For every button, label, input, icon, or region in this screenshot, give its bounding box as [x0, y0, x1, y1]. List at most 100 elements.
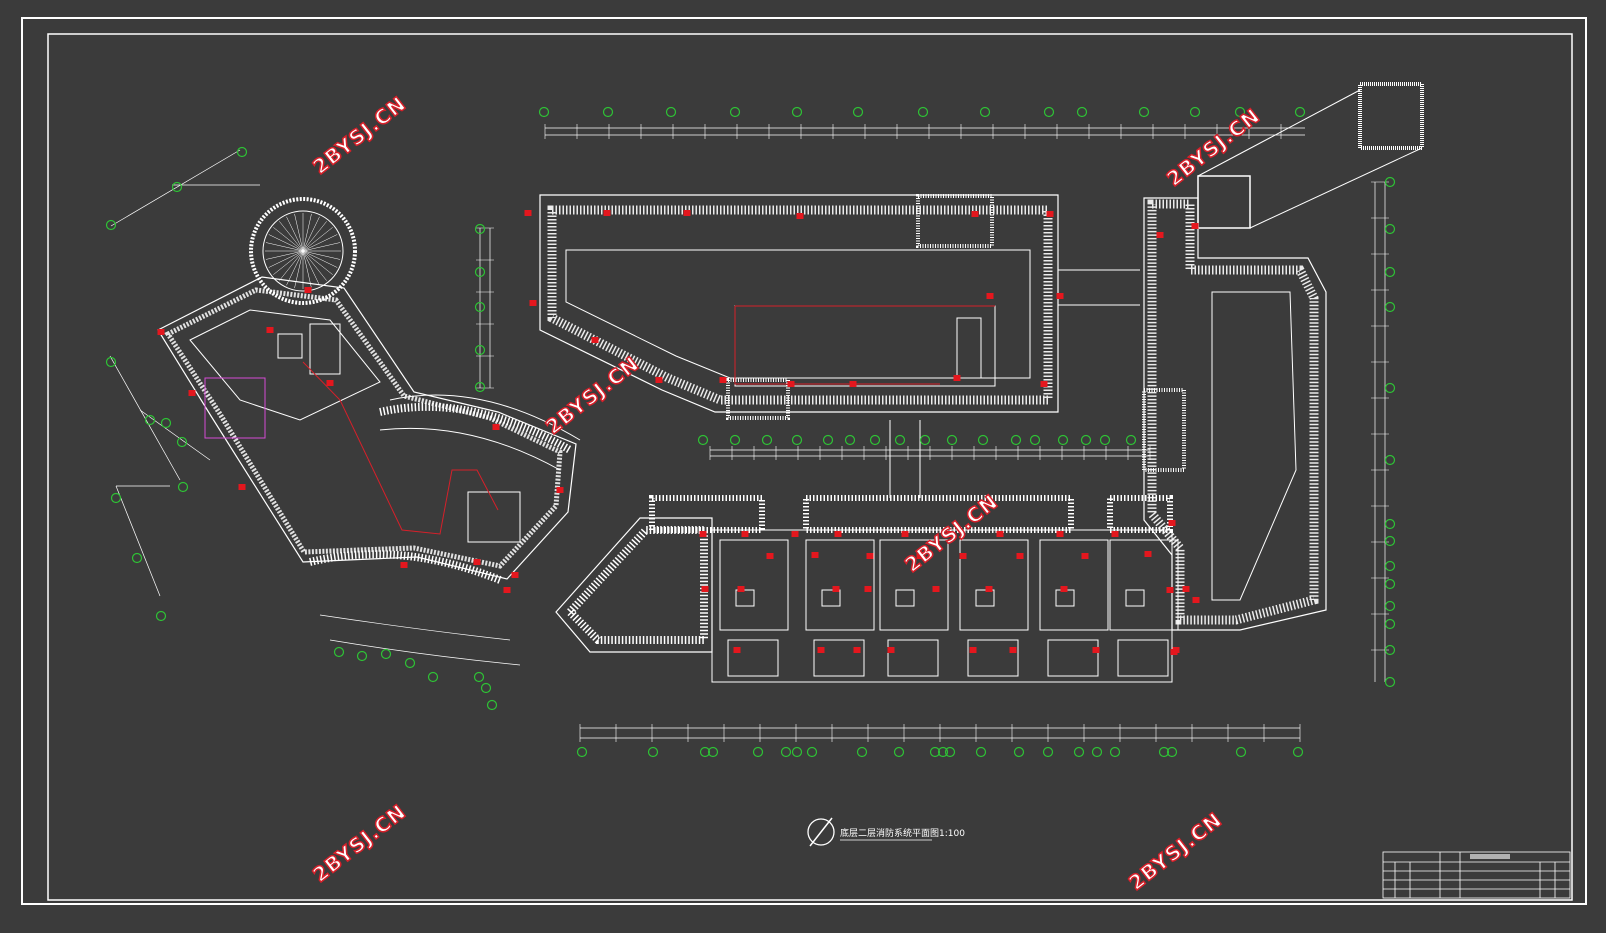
- axis-bubble: [404, 657, 416, 669]
- fire-hydrant-box: [953, 375, 961, 381]
- axis-bubble: [1073, 746, 1085, 758]
- fire-hydrant-box: [556, 487, 564, 493]
- stair-radial-line: [302, 227, 333, 252]
- balcony: [1047, 639, 1099, 677]
- axis-bubble: [852, 106, 864, 118]
- axis-bubble: [1384, 454, 1396, 466]
- axis-bubble: [160, 417, 172, 429]
- fire-hydrant-box: [1056, 531, 1064, 537]
- axis-bubble: [176, 436, 188, 448]
- stair-radial-line: [302, 234, 338, 252]
- axis-bubble: [131, 552, 143, 564]
- axis-bubble: [894, 434, 906, 446]
- axis-bubble: [474, 266, 486, 278]
- stair-radial-line: [273, 227, 304, 252]
- axis-bubble: [937, 746, 949, 758]
- apartment-unit: [719, 539, 789, 631]
- axis-bubble: [1166, 746, 1178, 758]
- fire-hydrant-box: [157, 329, 165, 335]
- fire-hydrant-box: [699, 531, 707, 537]
- stair-radial-line: [279, 221, 304, 252]
- drawing-title: 底层二层消防系统平面图1:100: [840, 827, 965, 839]
- fire-hydrant-box: [817, 647, 825, 653]
- fire-hydrant-box: [326, 380, 334, 386]
- axis-bubble: [236, 146, 248, 158]
- axis-bubble: [474, 301, 486, 313]
- fire-hydrant-box: [887, 647, 895, 653]
- axis-bubble: [1235, 746, 1247, 758]
- axis-bubble: [1384, 223, 1396, 235]
- axis-bubble: [929, 746, 941, 758]
- fire-hydrant-box: [1166, 587, 1174, 593]
- fire-hydrant-box: [503, 587, 511, 593]
- axis-bubble: [1029, 434, 1041, 446]
- fire-hydrant-box: [683, 210, 691, 216]
- axis-bubble: [869, 434, 881, 446]
- fire-hydrant-box: [1172, 647, 1180, 653]
- left-dimensions: [109, 149, 521, 666]
- fire-hydrant-box: [1111, 531, 1119, 537]
- fire-hydrant-box: [946, 531, 954, 537]
- inner-frame: [47, 33, 1573, 901]
- fire-hydrant-box: [266, 327, 274, 333]
- fire-hydrant-box: [901, 531, 909, 537]
- stair-radial-line: [286, 250, 304, 286]
- apartment-unit: [805, 539, 875, 631]
- axis-bubble: [893, 746, 905, 758]
- fire-hydrant-box: [511, 572, 519, 578]
- axis-bubble: [1384, 266, 1396, 278]
- axis-bubble: [791, 746, 803, 758]
- axis-bubble: [919, 434, 931, 446]
- fire-hydrant-box: [1144, 551, 1152, 557]
- fire-hydrant-box: [916, 553, 924, 559]
- fire-hydrant-box: [304, 287, 312, 293]
- title-block: [1382, 851, 1571, 899]
- axis-bubble: [1384, 176, 1396, 188]
- elevator-shaft: [1055, 589, 1075, 607]
- axis-bubble: [1158, 746, 1170, 758]
- fire-hydrant-box: [741, 531, 749, 537]
- axis-bubble: [1384, 382, 1396, 394]
- fire-hydrant-box: [1191, 223, 1199, 229]
- balcony: [813, 639, 865, 677]
- axis-bubble: [480, 682, 492, 694]
- fire-hydrant-box: [591, 337, 599, 343]
- fire-equipment-layer: [157, 210, 1200, 655]
- axis-bubble: [1384, 560, 1396, 572]
- axis-bubble: [1384, 618, 1396, 630]
- axis-bubble: [1292, 746, 1304, 758]
- fire-hydrant-box: [1040, 381, 1048, 387]
- stair-radial-line: [279, 250, 304, 281]
- fire-hydrant-box: [959, 553, 967, 559]
- stair-radial-line: [302, 250, 341, 260]
- fire-hydrant-box: [473, 559, 481, 565]
- fire-hydrant-box: [492, 424, 500, 430]
- fire-hydrant-box: [529, 300, 537, 306]
- fire-hydrant-box: [400, 562, 408, 568]
- axis-bubble: [427, 671, 439, 683]
- axis-bubble: [105, 356, 117, 368]
- fire-hydrant-box: [971, 211, 979, 217]
- stair-radial-line: [302, 250, 333, 275]
- fire-hydrant-box: [811, 552, 819, 558]
- balcony: [1117, 639, 1169, 677]
- axis-bubble: [1010, 434, 1022, 446]
- axis-bubble: [844, 434, 856, 446]
- axis-bubble: [105, 219, 117, 231]
- fire-hydrant-box: [1060, 586, 1068, 592]
- fire-hydrant-box: [864, 586, 872, 592]
- axis-bubble: [917, 106, 929, 118]
- fire-hydrant-box: [849, 381, 857, 387]
- axis-bubble: [1384, 676, 1396, 688]
- axis-bubble: [474, 344, 486, 356]
- fire-hydrant-box: [733, 647, 741, 653]
- axis-bubble: [699, 746, 711, 758]
- axis-bubble: [791, 106, 803, 118]
- balcony: [727, 639, 779, 677]
- fire-hydrant-box: [985, 586, 993, 592]
- stair-radial-line: [273, 250, 304, 275]
- stair-radial-line: [302, 221, 327, 252]
- axis-bubble: [729, 106, 741, 118]
- stair-radial-line: [302, 213, 312, 252]
